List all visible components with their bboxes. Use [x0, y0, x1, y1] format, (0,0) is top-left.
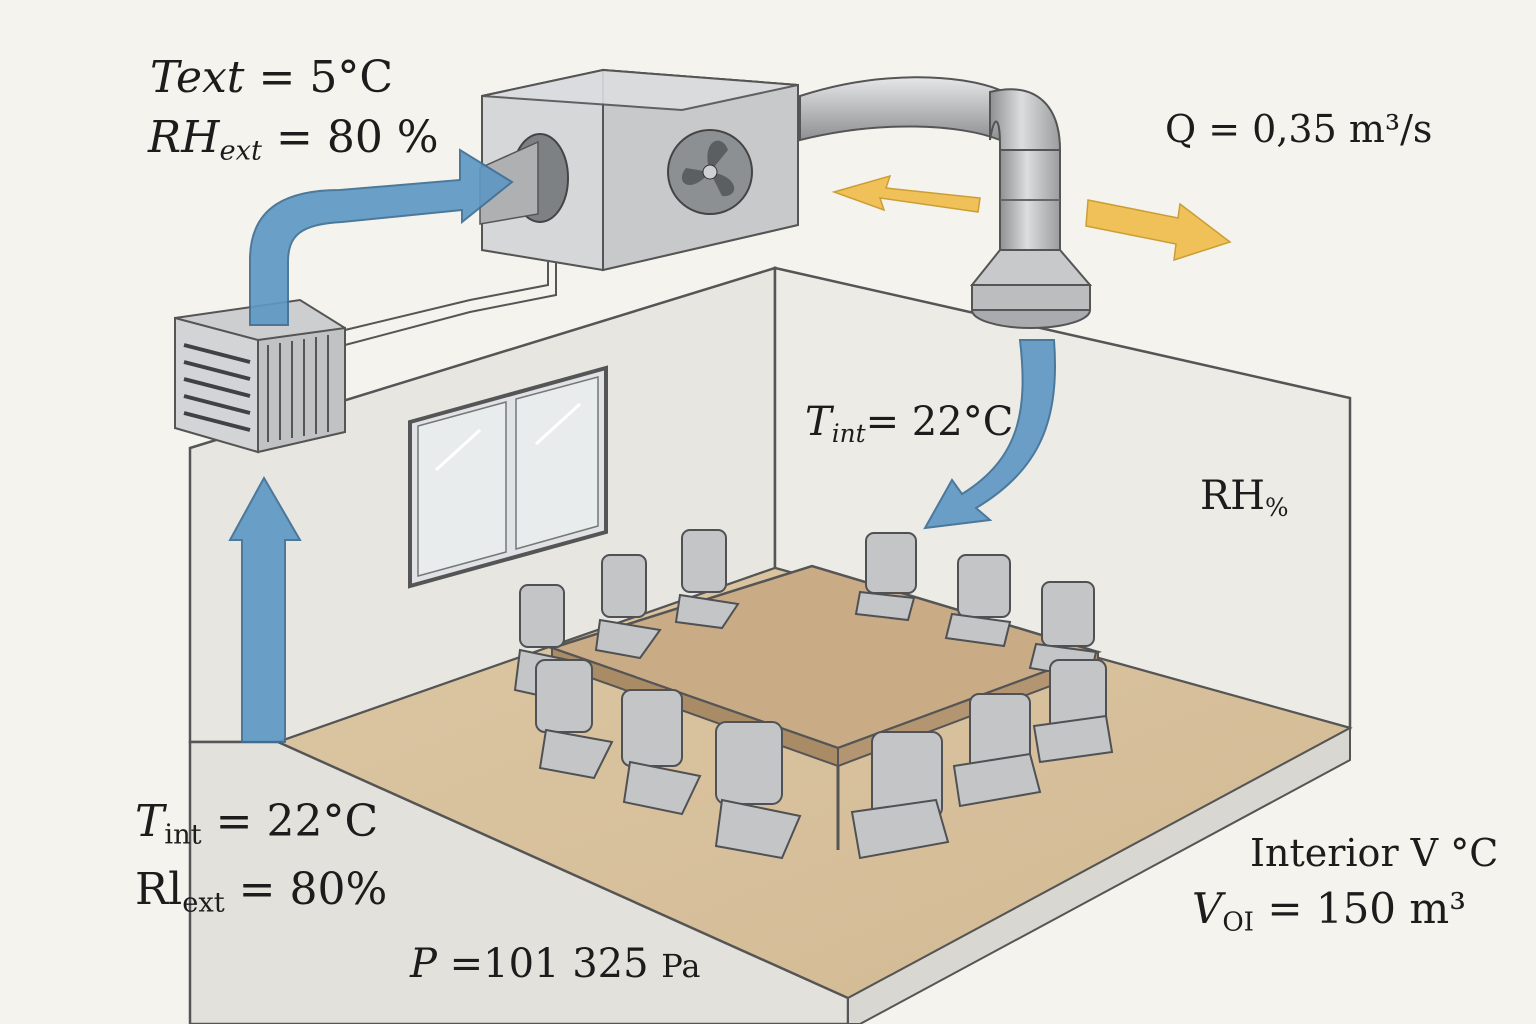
- diffuser: [969, 249, 1093, 286]
- label-t-ext: Text = 5°C: [150, 52, 393, 103]
- label-volume: VOI = 150 m³: [1192, 884, 1467, 938]
- chair: [594, 554, 662, 660]
- chair: [854, 532, 917, 622]
- window: [408, 365, 608, 589]
- chairs: [513, 529, 1114, 860]
- label-t-int-room: Tint= 22°C: [805, 399, 1014, 448]
- chair: [535, 659, 614, 780]
- airflow-yellow: [831, 174, 1232, 262]
- yellow-arrow-left: [831, 174, 981, 213]
- chair: [1032, 659, 1114, 764]
- label-t-int-left: Tint = 22°C: [135, 796, 379, 851]
- chair: [714, 721, 802, 860]
- wall-rising-arrow: [228, 475, 302, 743]
- air-handling-unit: [479, 68, 799, 272]
- chair: [944, 554, 1012, 648]
- label-pressure: P =101 325 Pa: [410, 941, 701, 987]
- yellow-arrow-right: [1085, 199, 1232, 262]
- label-interior: Interior V °C: [1250, 831, 1499, 875]
- outdoor-unit: [174, 262, 557, 454]
- airflow-blue: [228, 148, 1056, 743]
- label-q: Q = 0,35 m³/s: [1165, 107, 1433, 151]
- pipe: [344, 262, 549, 331]
- supply-duct: [799, 76, 1093, 329]
- label-rh-room: RH%: [1200, 473, 1289, 522]
- chair: [952, 693, 1042, 808]
- chair: [850, 731, 950, 860]
- chair: [674, 529, 740, 630]
- label-rh-ext: RHext = 80 %: [148, 112, 439, 167]
- supply-arrow: [923, 339, 1056, 530]
- chair: [621, 689, 702, 816]
- front-right-face: [847, 726, 1351, 1024]
- label-rl-ext: Rlext = 80%: [135, 864, 388, 919]
- intake-arrow: [249, 148, 514, 326]
